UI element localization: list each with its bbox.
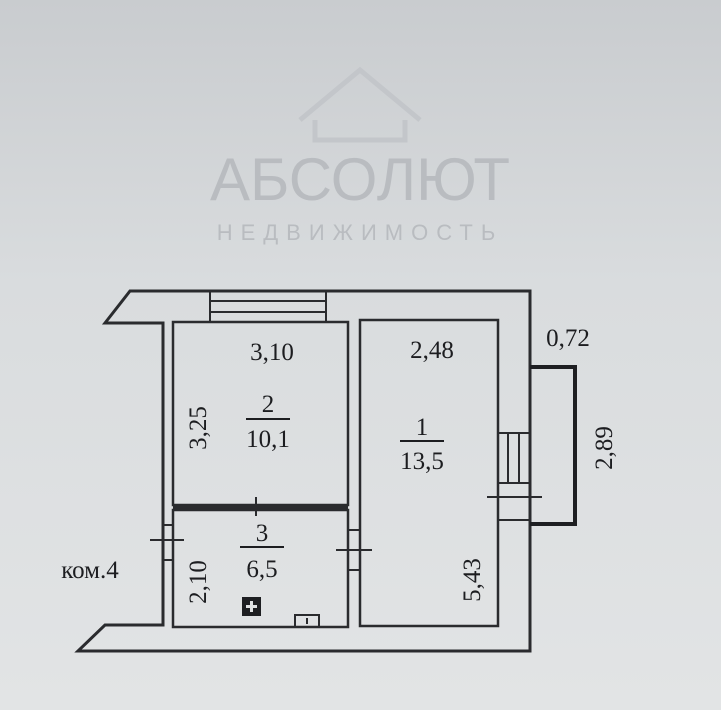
room1-length-label: 5,43 [459,558,486,602]
stove-icon [242,597,261,616]
room3-area: 6,5 [246,556,277,583]
room2-number: 2 [262,391,275,418]
room2-width-label: 3,10 [250,339,294,366]
room1-width-label: 2,48 [410,337,454,364]
corridor-label: ком.4 [61,557,119,584]
balcony [530,365,577,526]
room1-number: 1 [416,414,429,441]
watermark-line1: АБСОЛЮТ [210,146,510,213]
room2-area: 10,1 [246,426,290,453]
watermark-line2: НЕДВИЖИМОСТЬ [217,220,504,245]
sink-icon [294,614,320,628]
room1-area: 13,5 [400,448,444,475]
room-3 [171,508,350,629]
room3-number: 3 [256,520,269,547]
window-top [209,290,327,323]
room3-length-label: 2,10 [185,560,212,604]
balcony-door [487,432,542,521]
room2-length-label: 3,25 [185,406,212,450]
balcony-length-label: 2,89 [591,426,618,470]
balcony-width-label: 0,72 [546,325,590,352]
door-corridor [150,524,184,561]
door-room1-room3 [336,529,372,571]
watermark-house-icon [298,66,422,143]
watermark: АБСОЛЮТ НЕДВИЖИМОСТЬ [210,66,510,245]
